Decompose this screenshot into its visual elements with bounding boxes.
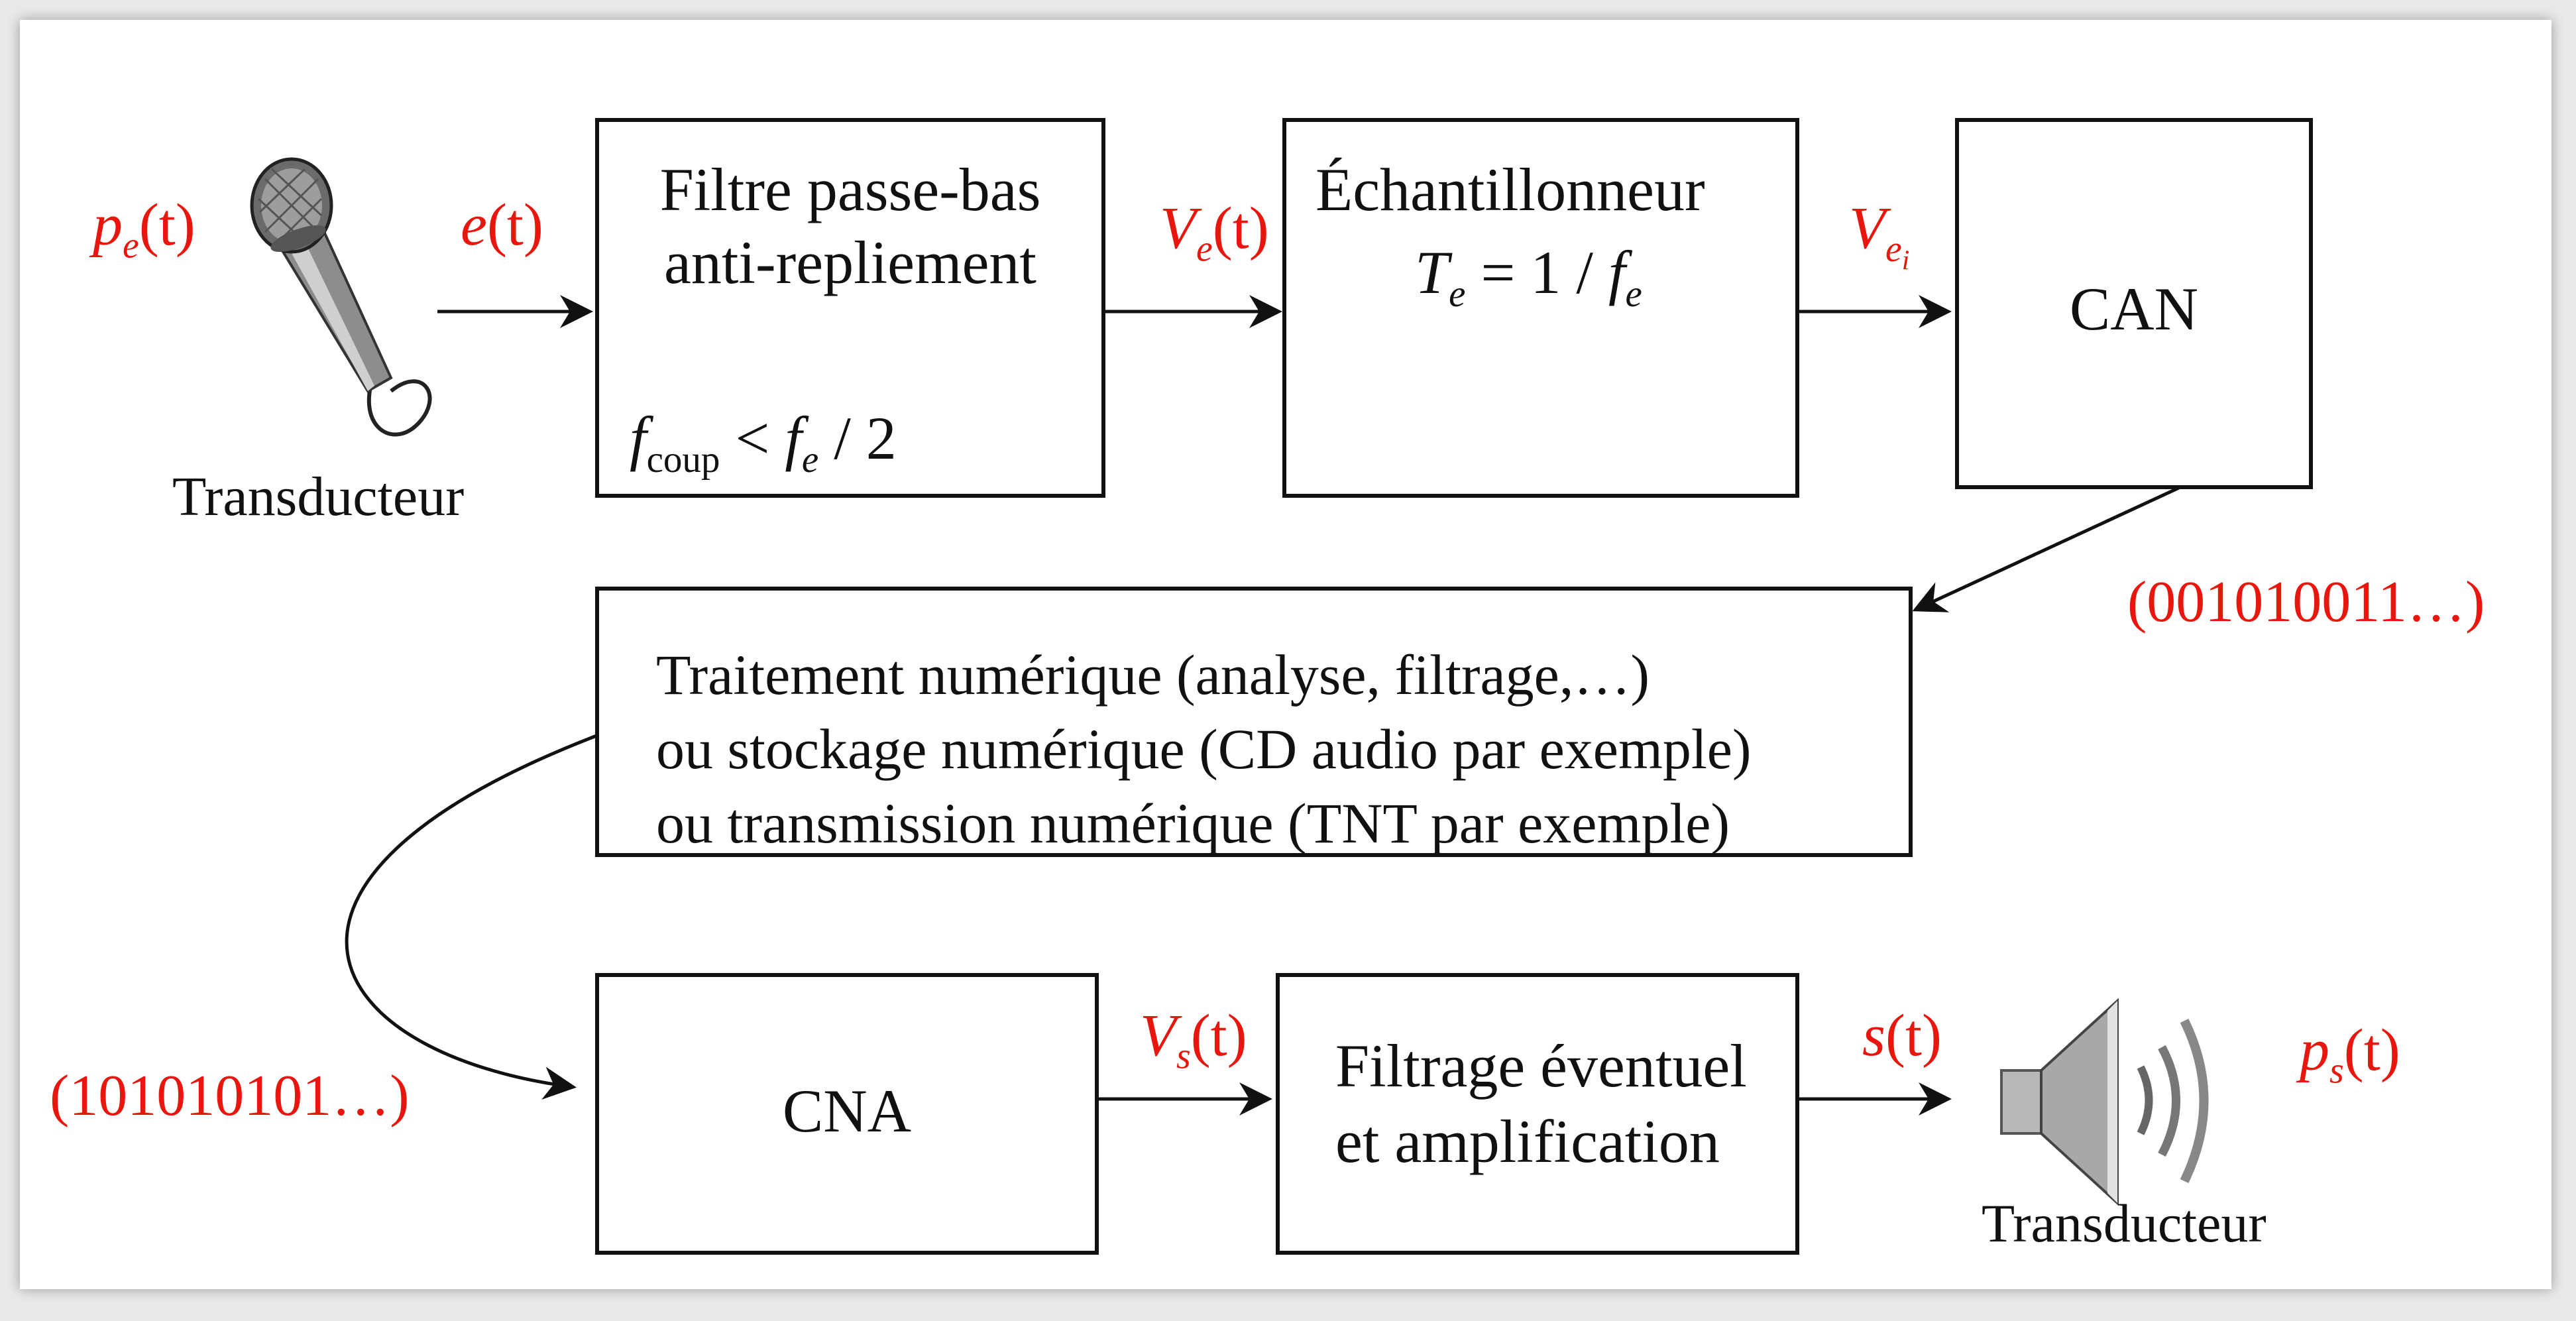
lowpass-filter-block xyxy=(595,118,1105,498)
filter-title: Filtre passe-bas anti-repliement xyxy=(659,156,1041,296)
binary-output-code: (001010011…) xyxy=(2127,570,2485,634)
processing-description: Traitement numérique (analyse, filtrage,… xyxy=(656,646,1752,852)
sampler-period-equation: Te = 1 / fe xyxy=(1415,239,1642,315)
processing-block xyxy=(595,587,1913,857)
output-filter-text: Filtrage éventuel et amplification xyxy=(1335,1032,1747,1175)
speaker-icon xyxy=(2000,998,2209,1206)
diagram-card: pe(t) Transducteur e(t) Filtre passe-bas… xyxy=(20,20,2551,1289)
sampler-title: Échantillonneur xyxy=(1316,156,1705,223)
diagram-lines xyxy=(250,157,2209,1206)
can-block xyxy=(1955,118,2313,489)
cna-label: CNA xyxy=(782,1077,912,1145)
input-transducer-label: Transducteur xyxy=(172,466,465,528)
signal-vei: Vei xyxy=(1849,196,1910,276)
signal-e: e(t) xyxy=(461,192,543,258)
microphone-icon xyxy=(250,157,432,437)
can-label: CAN xyxy=(2069,275,2199,343)
input-signal-pe: pe(t) xyxy=(93,192,196,266)
signal-s: s(t) xyxy=(1862,1003,1942,1068)
output-signal-ps: ps(t) xyxy=(2300,1017,2400,1092)
output-filter-block xyxy=(1276,973,1799,1255)
output-transducer-label: Transducteur xyxy=(1982,1193,2267,1253)
arrow-can-to-processing xyxy=(1912,485,2182,612)
signal-vs: Vs(t) xyxy=(1140,1003,1247,1077)
signal-ve: Ve(t) xyxy=(1160,196,1269,270)
binary-input-code: (101010101…) xyxy=(50,1064,410,1128)
processing-line: ou stockage numérique (CD audio par exem… xyxy=(656,717,1752,781)
arrow-processing-to-cna xyxy=(345,734,597,1100)
sampler-block xyxy=(1282,118,1799,498)
cna-block xyxy=(595,973,1099,1255)
processing-line: Traitement numérique (analyse, filtrage,… xyxy=(656,643,1650,707)
processing-line: ou transmission numérique (TNT par exemp… xyxy=(656,791,1730,855)
filter-cutoff-condition: fcoup < fe / 2 xyxy=(630,404,897,481)
